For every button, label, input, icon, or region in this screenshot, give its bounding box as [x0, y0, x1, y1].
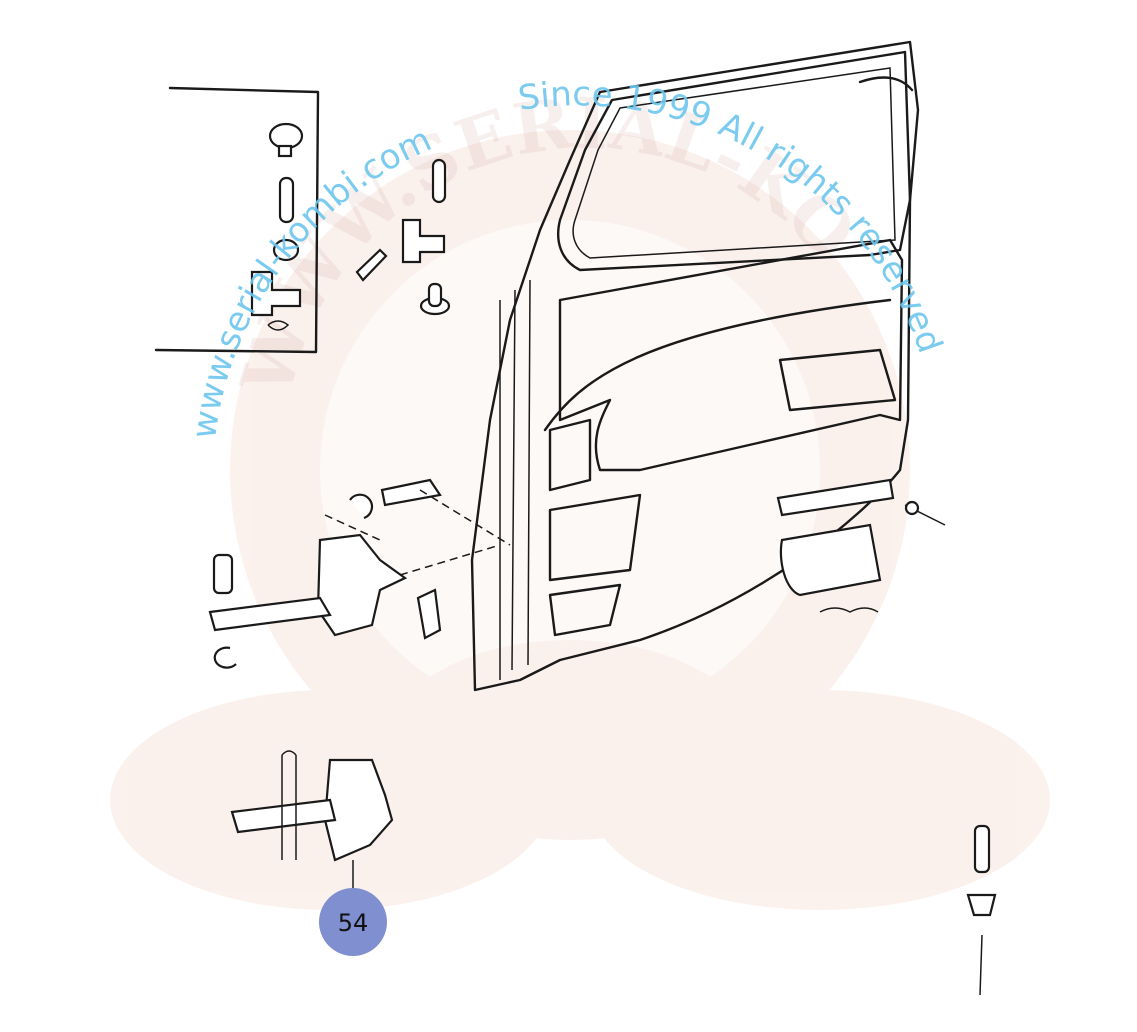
handle-parts: [776, 478, 946, 613]
watermark-emblem: [110, 130, 1050, 910]
callout-54[interactable]: 54: [319, 888, 387, 956]
hinge-inset: [154, 86, 320, 354]
door-check-parts: [208, 478, 511, 669]
bolt-parts: [966, 824, 997, 996]
door-check-strap-54: [230, 750, 394, 895]
callout-badge[interactable]: [319, 888, 387, 956]
callout-label[interactable]: 54: [338, 909, 369, 937]
door-shell: [470, 40, 920, 692]
hinge-parts: [355, 158, 451, 316]
